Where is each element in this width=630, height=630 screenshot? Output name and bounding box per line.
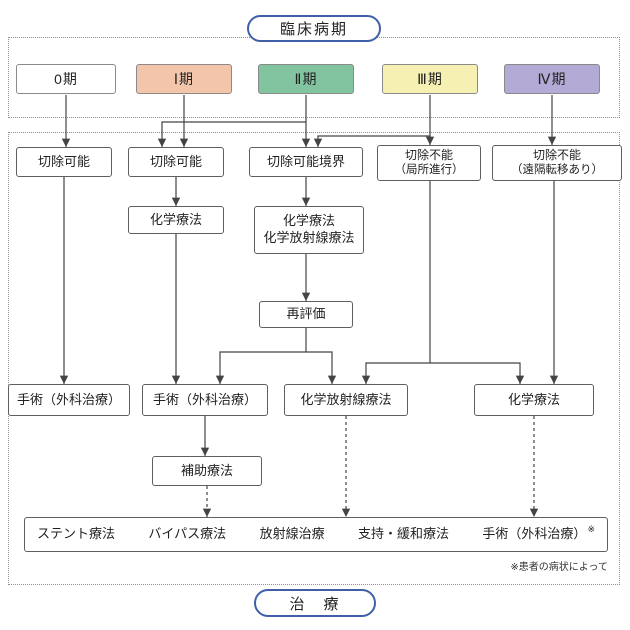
chemo-chemoradiation-line1: 化学療法 (282, 213, 335, 229)
resectable-stage1-box: 切除可能 (128, 147, 224, 177)
clinical-stage-title-pill: 臨床病期 (247, 15, 381, 42)
footnote-text: ※患者の病状によって (510, 562, 608, 573)
option-surgery-label: 手術（外科治療） (482, 526, 587, 542)
chemo-chemoradiation-line2: 化学放射線療法 (263, 230, 355, 245)
stage-4-box: Ⅳ期 (504, 64, 600, 94)
option-palliative-care: 支持・緩和療法 (358, 526, 450, 542)
unresectable-local-line2: （局所進行） (394, 164, 464, 177)
stage-3-box: Ⅲ期 (382, 64, 478, 94)
unresectable-local-line1: 切除不能 (404, 148, 453, 163)
stage-2-box: Ⅱ期 (258, 64, 354, 94)
option-stent-therapy: ステント療法 (37, 526, 116, 542)
reevaluation-box: 再評価 (259, 301, 353, 328)
treatment-title-pill: 治 療 (254, 589, 376, 617)
option-surgery: 手術（外科治療）※ (482, 524, 595, 543)
adjuvant-therapy-box: 補助療法 (152, 456, 262, 486)
resectable-stage0-box: 切除可能 (16, 147, 112, 177)
option-bypass-therapy: バイパス療法 (148, 526, 227, 542)
unresectable-metastatic-line1: 切除不能 (532, 148, 581, 163)
chemoradiotherapy-box: 化学放射線療法 (284, 384, 408, 416)
supportive-care-box: ステント療法 バイパス療法 放射線治療 支持・緩和療法 手術（外科治療）※ (24, 517, 608, 552)
surgery-stage1-box: 手術（外科治療） (142, 384, 268, 416)
borderline-resectable-box: 切除可能境界 (249, 147, 363, 177)
treatment-region (8, 132, 620, 585)
chemotherapy-unresectable-box: 化学療法 (474, 384, 594, 416)
unresectable-metastatic-line2: （遠隔転移あり） (511, 164, 603, 177)
surgery-stage0-box: 手術（外科治療） (8, 384, 130, 416)
chemo-chemoradiation-box: 化学療法 化学放射線療法 (254, 206, 364, 254)
option-radiation-therapy: 放射線治療 (259, 526, 325, 542)
chemotherapy-stage1-box: 化学療法 (128, 206, 224, 234)
stage-1-box: Ⅰ期 (136, 64, 232, 94)
footnote-marker: ※ (587, 524, 595, 535)
unresectable-local-box: 切除不能 （局所進行） (377, 145, 481, 181)
unresectable-metastatic-box: 切除不能 （遠隔転移あり） (492, 145, 622, 181)
stage-0-box: 0期 (16, 64, 116, 94)
